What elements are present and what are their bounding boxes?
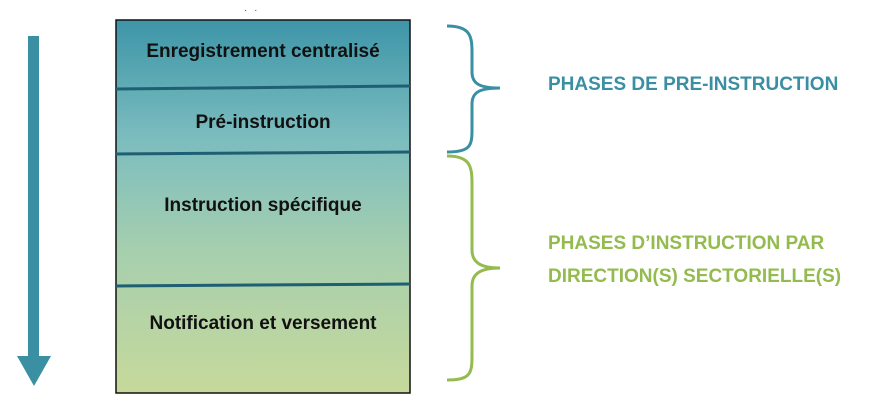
stray-mark: · · (244, 5, 260, 16)
phase-label-sectorial: PHASES D’INSTRUCTION PAR DIRECTION(S) SE… (548, 227, 841, 293)
down-arrow-icon (17, 36, 51, 386)
right-curly-brace-icon (446, 154, 501, 382)
stage-label-enregistrement: Enregistrement centralisé (146, 41, 380, 62)
stage-divider (115, 150, 411, 156)
stage-label-pre-instruction: Pré-instruction (195, 112, 331, 133)
right-curly-brace-icon (446, 24, 501, 154)
phase-label-line: PHASES D’INSTRUCTION PAR (548, 233, 825, 254)
phase-label-line: PHASES DE PRE-INSTRUCTION (548, 74, 839, 95)
stage-label-instruction-specifique: Instruction spécifique (164, 195, 362, 216)
stage-label-notification: Notification et versement (149, 313, 377, 334)
stage-divider (115, 282, 411, 288)
phase-label-pre-instruction: PHASES DE PRE-INSTRUCTION (548, 68, 838, 101)
stage-divider (115, 84, 411, 91)
stage-box (115, 19, 411, 394)
phase-label-line: DIRECTION(S) SECTORIELLE(S) (548, 266, 842, 287)
